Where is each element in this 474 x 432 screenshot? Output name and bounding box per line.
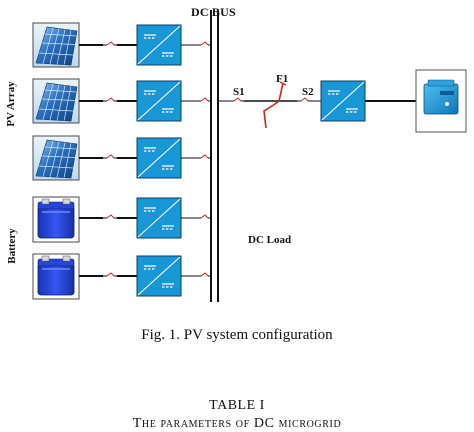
switch-s2-label: S2 [302,86,314,98]
pv-array-label: PV Array [5,81,17,127]
pv-branch-3 [32,135,212,181]
dc-dc-converter-5 [136,255,182,297]
dc-dc-converter-1 [136,24,182,66]
switch-s1 [229,97,245,102]
fault-f1-tick [279,81,287,86]
pv-breaker-3 [102,154,118,159]
table-subtitle: The parameters of DC microgrid [132,416,342,431]
figure-caption: Fig. 1. PV system configuration [141,327,333,343]
dc-bus-label: DC BUS [191,5,236,19]
bus-breaker-5 [196,272,212,277]
pv-branch-2 [32,78,212,124]
pv-panel-2 [32,78,80,124]
battery-1 [32,196,80,243]
fault-f1-label: F1 [276,73,289,85]
battery-2 [32,253,80,300]
table-title: TABLE I [209,398,265,413]
dc-dc-converter-4 [136,197,182,239]
dc-dc-converter-3 [136,137,182,179]
load-converter [320,80,366,122]
dc-dc-converter-2 [136,80,182,122]
dc-load-label: DC Load [248,234,292,246]
pv-panel-3 [32,135,80,181]
dc-load-device [415,69,467,133]
battery-branch-2 [32,253,212,300]
bus-breaker-1 [196,41,212,46]
pv-panel-1 [32,22,80,68]
bus-breaker-4 [196,214,212,219]
pv-system-diagram [32,10,467,302]
load-branch [219,80,416,129]
pv-breaker-1 [102,41,118,46]
pv-branch-1 [32,22,212,68]
battery-breaker-1 [102,214,118,219]
pv-breaker-2 [102,97,118,102]
bus-breaker-2 [196,97,212,102]
fault-f1-symbol [263,82,284,129]
battery-label: Battery [6,228,18,264]
battery-breaker-2 [102,272,118,277]
battery-branch-1 [32,196,212,243]
switch-s2 [296,97,312,102]
switch-s1-label: S1 [233,86,245,98]
bus-breaker-3 [196,154,212,159]
